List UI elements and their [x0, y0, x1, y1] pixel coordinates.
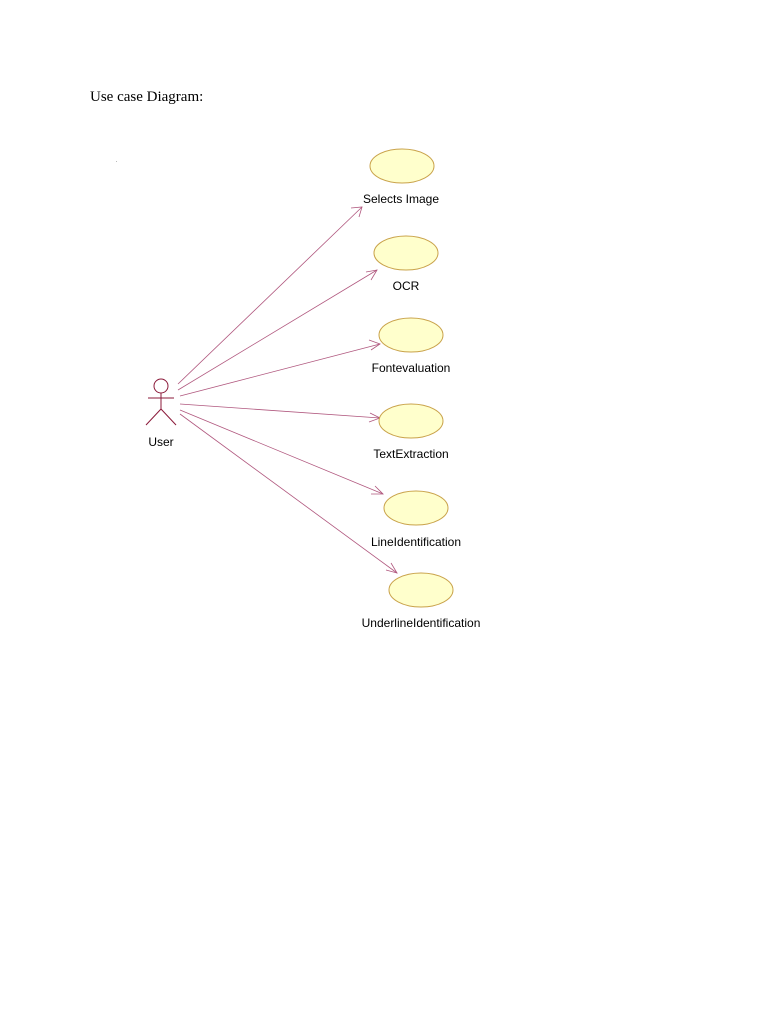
use-case-underlineidentification: UnderlineIdentification	[362, 572, 481, 630]
use-case-ellipse	[373, 235, 439, 271]
actor-left-leg	[145, 408, 162, 426]
actor-right-leg	[160, 408, 177, 426]
use-case-ellipse	[369, 148, 435, 184]
association-ocr	[177, 269, 378, 391]
arrowhead-underlineidentification	[385, 562, 398, 574]
use-case-ocr: OCR	[373, 235, 439, 293]
stray-dot	[116, 161, 117, 162]
use-case-label: LineIdentification	[371, 535, 461, 549]
use-case-fontevaluation: Fontevaluation	[372, 317, 451, 375]
actor-label: User	[148, 435, 173, 449]
use-case-label: Fontevaluation	[372, 361, 451, 375]
use-case-ellipse	[388, 572, 454, 608]
use-case-ellipse	[378, 403, 444, 439]
use-case-selects-image: Selects Image	[363, 148, 439, 206]
arrowhead-lineidentification	[371, 485, 384, 495]
use-case-label: TextExtraction	[373, 447, 448, 461]
use-case-label: UnderlineIdentification	[362, 616, 481, 630]
arrowhead-fontevaluation	[368, 339, 381, 351]
actor-user: User	[145, 378, 177, 449]
use-case-textextraction: TextExtraction	[373, 403, 449, 461]
use-case-label: Selects Image	[363, 192, 439, 206]
actor-head	[153, 378, 169, 394]
associations	[177, 206, 398, 574]
association-lineidentification	[179, 409, 384, 495]
use-case-ellipse	[378, 317, 444, 353]
use-case-ellipse	[383, 490, 449, 526]
arrowhead-ocr	[365, 269, 378, 281]
arrowhead-selects-image	[350, 206, 363, 218]
association-underlineidentification	[179, 413, 398, 574]
association-selects-image	[177, 206, 363, 385]
use-case-lineidentification: LineIdentification	[371, 490, 461, 549]
association-textextraction	[179, 403, 381, 419]
association-fontevaluation	[179, 343, 381, 397]
use-case-label: OCR	[393, 279, 420, 293]
page-heading: Use case Diagram:	[90, 89, 204, 105]
